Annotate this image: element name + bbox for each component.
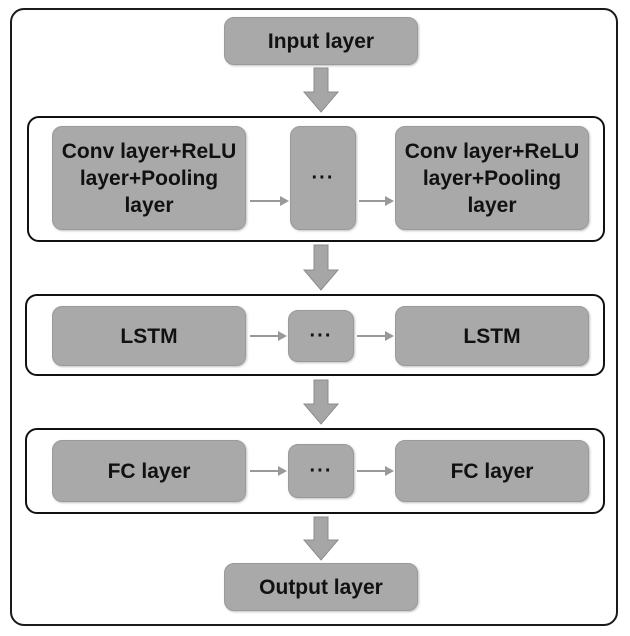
conv-node-left: Conv layer+ReLU layer+Pooling layer (52, 126, 246, 230)
lstm-node-right: LSTM (395, 306, 589, 366)
fc-ellipsis-node: ··· (288, 444, 354, 498)
conv-node-right: Conv layer+ReLU layer+Pooling layer (395, 126, 589, 230)
lstm-node-left: LSTM (52, 306, 246, 366)
fc-node-right: FC layer (395, 440, 589, 502)
fc-node-left: FC layer (52, 440, 246, 502)
output-layer-node: Output layer (224, 563, 418, 611)
lstm-ellipsis-node: ··· (288, 310, 354, 362)
conv-ellipsis-node: ··· (290, 126, 356, 230)
input-layer-node: Input layer (224, 17, 418, 65)
